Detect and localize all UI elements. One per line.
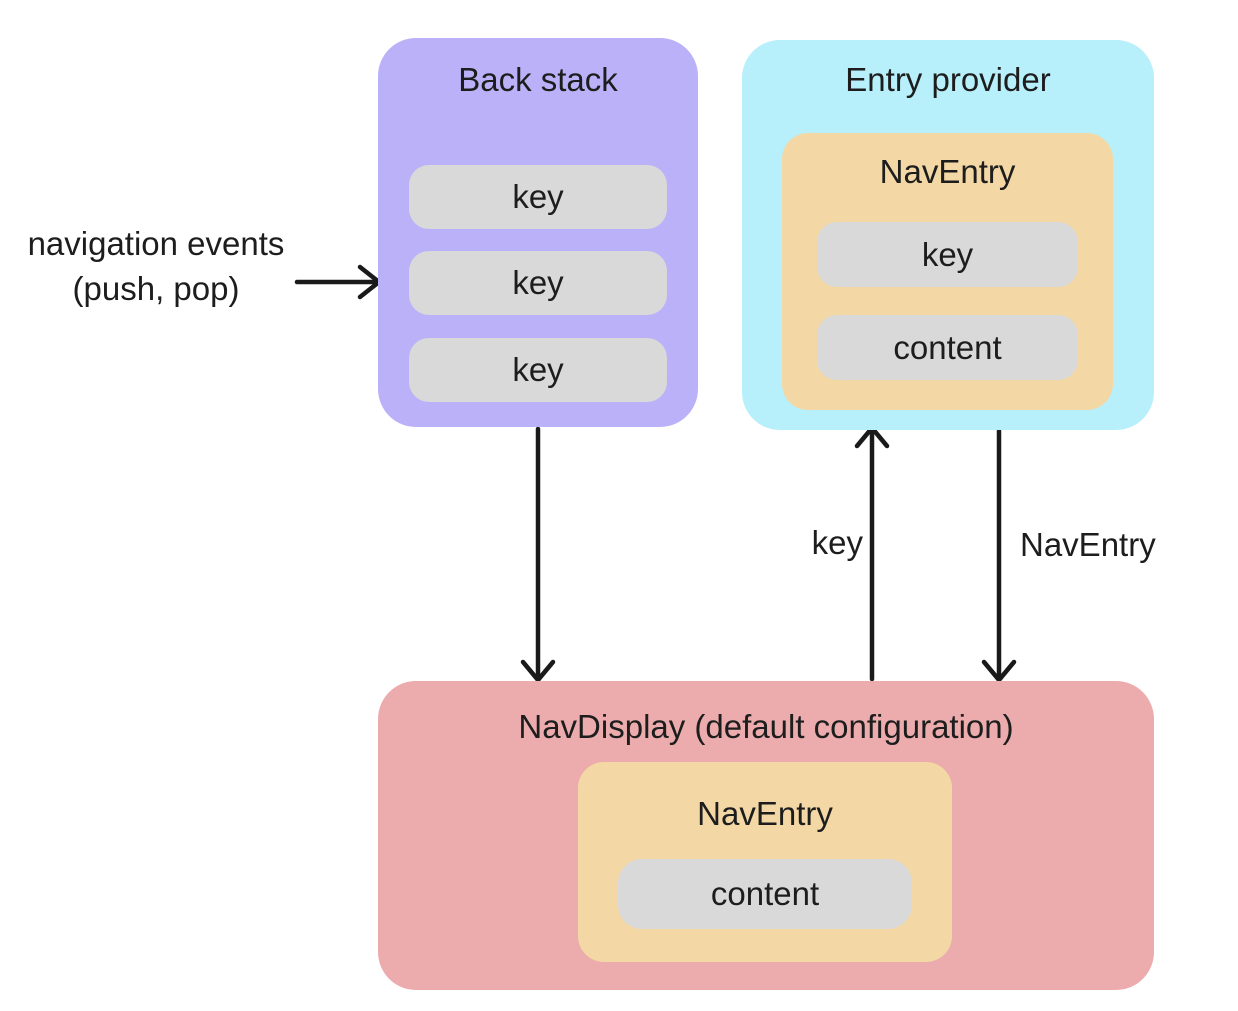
content-pill: content (817, 315, 1078, 380)
nav-display-naventry-box: NavEntry content (578, 762, 952, 962)
content-pill: content (618, 859, 912, 929)
entry-provider-naventry-box: NavEntry key content (782, 133, 1113, 410)
naventry-down-arrow (981, 428, 1017, 683)
key-pill: key (409, 338, 667, 402)
naventry-arrow-label: NavEntry (1020, 526, 1156, 563)
nav-display-box: NavDisplay (default configuration) NavEn… (378, 681, 1154, 990)
key-arrow-label: key (811, 524, 863, 561)
backstack-to-navdisplay-arrow (520, 426, 556, 683)
nav-display-title: NavDisplay (default configuration) (518, 708, 1014, 745)
entry-provider-box: Entry provider NavEntry key content (742, 40, 1154, 430)
key-pill: key (409, 165, 667, 229)
navigation-events-label: navigation events (push, pop) (6, 221, 306, 311)
back-stack-box: Back stack key key key (378, 38, 698, 427)
push-pop-arrow (294, 264, 382, 300)
naventry-title: NavEntry (697, 795, 833, 832)
back-stack-title: Back stack (458, 61, 618, 98)
navigation-events-line1: navigation events (27, 225, 285, 262)
entry-provider-title: Entry provider (845, 61, 1051, 98)
key-pill: key (817, 222, 1078, 287)
naventry-title: NavEntry (879, 153, 1016, 190)
key-pill: key (409, 251, 667, 315)
navigation-events-line2: (push, pop) (72, 270, 240, 307)
